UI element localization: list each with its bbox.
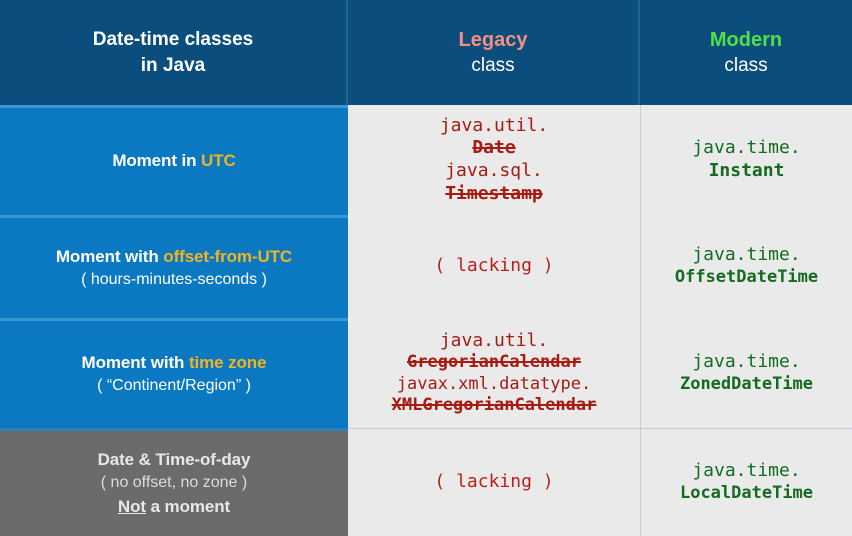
row-label-line3: Not a moment	[118, 495, 230, 519]
row-label-main-accent: time zone	[188, 353, 267, 373]
row-label-main-prefix: Moment in	[112, 151, 202, 171]
modern-class: OffsetDateTime	[674, 267, 819, 288]
cell-modern-moment-with-time-zone: java.time. ZonedDateTime	[640, 318, 852, 428]
row-label-main: Moment with time zone	[82, 351, 267, 375]
cell-legacy-moment-with-offset: ( lacking )	[348, 215, 640, 318]
cell-modern-moment-in-utc: java.time. Instant	[640, 105, 852, 215]
header-modern-word: Modern	[709, 28, 783, 51]
row-label-sub: ( hours-minutes-seconds )	[81, 270, 267, 288]
legacy-class: XMLGregorianCalendar	[391, 395, 597, 416]
table-row: Moment in UTC java.util. Date java.sql. …	[0, 105, 852, 215]
legacy-class: Date	[472, 137, 516, 159]
row-label-line2: ( no offset, no zone )	[100, 474, 248, 492]
legacy-package: java.util.	[439, 114, 549, 136]
header-modern-class: class	[724, 55, 768, 77]
modern-package: java.time.	[692, 244, 801, 266]
legacy-class: Timestamp	[445, 182, 543, 204]
table-row: Date & Time-of-day ( no offset, no zone …	[0, 428, 852, 536]
cell-legacy-moment-in-utc: java.util. Date java.sql. Timestamp	[348, 105, 640, 215]
cell-legacy-date-and-time-of-day: ( lacking )	[348, 428, 640, 536]
header-cell-legacy: Legacy class	[348, 0, 640, 105]
modern-package: java.time.	[692, 460, 801, 482]
row-label-main: Moment in UTC	[112, 149, 235, 173]
row-label-moment-with-time-zone: Moment with time zone ( “Continent/Regio…	[0, 318, 348, 428]
legacy-lacking: ( lacking )	[434, 255, 554, 277]
modern-package: java.time.	[692, 137, 801, 159]
header-cell-modern: Modern class	[640, 0, 852, 105]
row-label-sub: ( “Continent/Region” )	[97, 377, 251, 395]
legacy-package: javax.xml.datatype.	[396, 373, 592, 394]
row-label-line3-rest: a moment	[145, 496, 231, 516]
row-label-not-emphasis: Not	[117, 496, 146, 516]
table-row: Moment with offset-from-UTC ( hours-minu…	[0, 215, 852, 318]
row-label-date-and-time-of-day: Date & Time-of-day ( no offset, no zone …	[0, 428, 348, 536]
legacy-lacking: ( lacking )	[434, 471, 554, 493]
row-label-main-prefix: Moment with	[55, 246, 164, 266]
header-label-line2: in Java	[140, 54, 206, 76]
legacy-package: java.util.	[439, 329, 549, 351]
cell-modern-moment-with-offset: java.time. OffsetDateTime	[640, 215, 852, 318]
header-label-line1: Date-time classes	[92, 29, 254, 51]
table-header-row: Date-time classes in Java Legacy class M…	[0, 0, 852, 105]
row-label-main-accent: UTC	[201, 151, 236, 171]
row-label-main: Moment with offset-from-UTC	[56, 245, 292, 269]
row-label-line1: Date & Time-of-day	[97, 450, 251, 470]
header-legacy-word: Legacy	[458, 28, 528, 51]
header-cell-label-column: Date-time classes in Java	[0, 0, 348, 105]
row-label-main-prefix: Moment with	[81, 353, 189, 373]
legacy-package: java.sql.	[445, 160, 543, 181]
row-label-main-accent: offset-from-UTC	[163, 246, 293, 266]
modern-class: ZonedDateTime	[679, 373, 814, 394]
modern-class: Instant	[708, 160, 785, 181]
row-label-moment-with-offset: Moment with offset-from-UTC ( hours-minu…	[0, 215, 348, 318]
legacy-class: GregorianCalendar	[407, 352, 581, 373]
cell-legacy-moment-with-time-zone: java.util. GregorianCalendar javax.xml.d…	[348, 318, 640, 428]
cell-modern-date-and-time-of-day: java.time. LocalDateTime	[640, 428, 852, 536]
row-label-moment-in-utc: Moment in UTC	[0, 105, 348, 215]
modern-package: java.time.	[692, 350, 801, 372]
table-row: Moment with time zone ( “Continent/Regio…	[0, 318, 852, 428]
header-legacy-class: class	[471, 55, 515, 77]
modern-class: LocalDateTime	[679, 483, 814, 504]
